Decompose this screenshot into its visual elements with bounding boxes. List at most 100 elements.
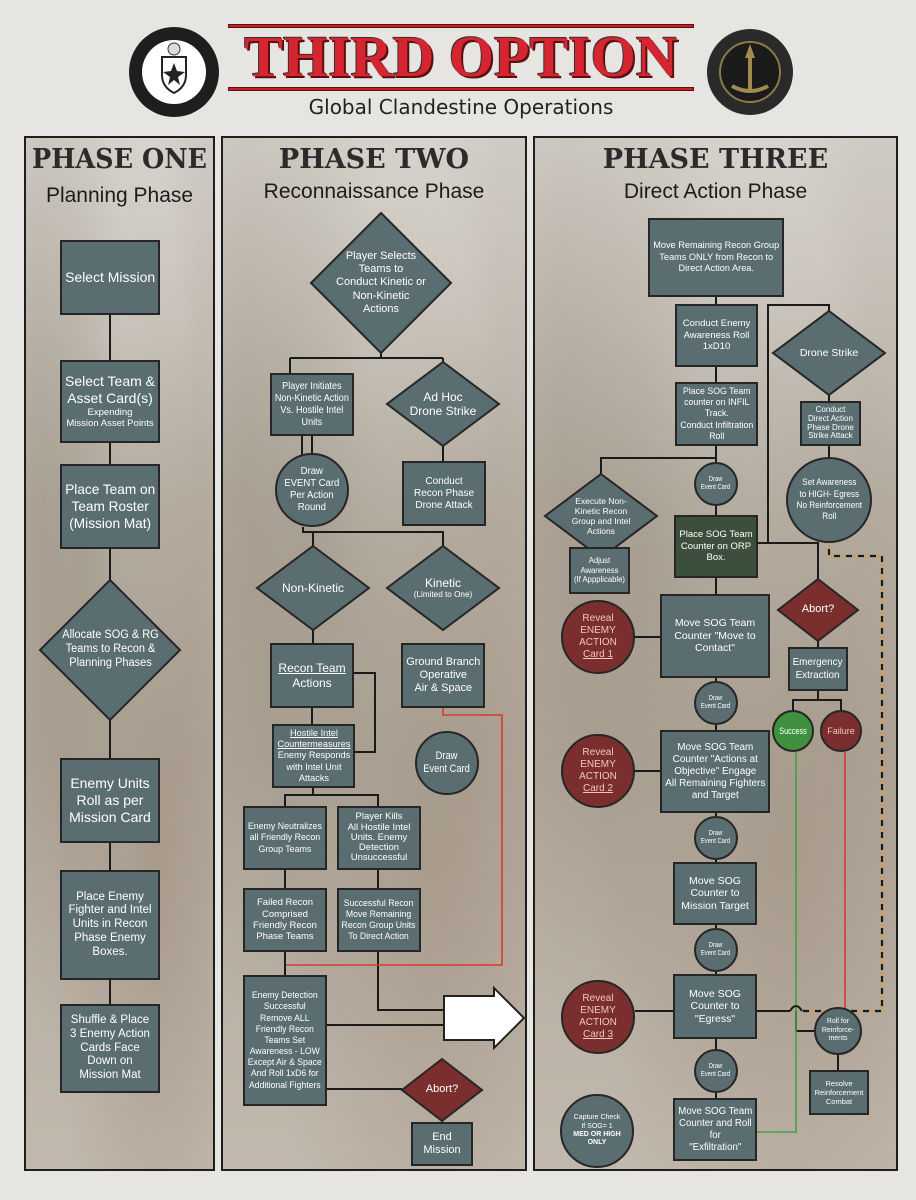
p1-place-team-box: Place Team on Team Roster (Mission Mat) (60, 464, 160, 549)
p3-move-contact-label: Move SOG Team Counter "Move to Contact" (674, 617, 755, 655)
p3-emergency-label: Emergency Extraction (793, 656, 843, 681)
p3-drone-strike-label: Drone Strike (800, 347, 858, 360)
connector-line (377, 951, 444, 1011)
app-title: THIRD OPTION (244, 24, 678, 89)
p2-successful-recon-text: Successful Recon Move Remaining Recon Gr… (341, 897, 417, 942)
p1-place-team-text: Place Team on Team Roster (Mission Mat) (65, 481, 155, 531)
p3-draw-3-text: Draw Event Card (701, 829, 731, 845)
p3-exfil-box: Move SOG Team Counter and Roll for "Exfi… (673, 1098, 757, 1161)
phase-two-subtitle: Reconnaissance Phase (263, 180, 485, 203)
p2-draw-event-label: Draw Event Card (424, 750, 470, 776)
p2-player-selects-decision: Player Selects Teams to Conduct Kinetic … (311, 213, 451, 353)
p3-reinforcements-text: Roll for Reinforce- ments (821, 1018, 855, 1043)
p1-allocate-decision: Allocate SOG & RG Teams to Recon & Plann… (40, 580, 180, 720)
p2-player-selects-label: Player Selects Teams to Conduct Kinetic … (336, 250, 426, 316)
p3-reveal-3-text: Reveal ENEMY ACTION (579, 993, 617, 1028)
p3-draw-4-label: Draw Event Card (701, 942, 730, 959)
p3-exfil-label: Move SOG Team Counter and Roll for "Exfi… (678, 1106, 752, 1154)
p2-enemy-detection-text: Enemy Detection Successful Remove ALL Fr… (247, 990, 323, 1090)
title-rule-top (228, 24, 694, 28)
p3-resolve-box: Resolve Reinforcement Combat (809, 1070, 869, 1115)
p2-draw-event-round-circle: Draw EVENT Card Per Action Round (275, 453, 349, 527)
p2-ground-branch-text: Ground Branch Operative Air & Space (405, 655, 480, 695)
p3-draw-3-circle: Draw Event Card (694, 816, 738, 860)
p1-place-enemy-box: Place Enemy Fighter and Intel Units in R… (60, 870, 160, 980)
cia-seal-logo (127, 25, 221, 119)
connector-line (286, 707, 503, 966)
p3-reveal-1-text: Reveal ENEMY ACTION (579, 613, 617, 648)
p3-draw-5-label: Draw Event Card (701, 1063, 730, 1080)
connector-line (302, 527, 444, 546)
p1-select-team-label: Select Team & Asset Card(s)Expending Mis… (65, 373, 155, 429)
p1-select-team-text: Select Team & Asset Card(s) (64, 373, 155, 407)
app-subtitle: Global Clandestine Operations (308, 95, 614, 119)
connector-hop (789, 1005, 803, 1012)
p2-player-kills-label: Player Kills All Hostile Intel Units. En… (348, 812, 411, 863)
p3-abort-decision: Abort? (778, 579, 858, 641)
p2-draw-event-text: Draw Event Card (423, 749, 471, 775)
p2-ground-branch-box: Ground Branch Operative Air & Space (401, 643, 485, 708)
p3-reinforcements-circle: Roll for Reinforce- ments (814, 1007, 862, 1055)
p2-end-mission-box: End Mission (411, 1122, 473, 1166)
p3-move-remaining-label: Move Remaining Recon Group Teams ONLY fr… (653, 240, 779, 274)
p3-set-awareness-label: Set Awareness to HIGH- Egress No Reinfor… (796, 477, 861, 523)
p3-resolve-text: Resolve Reinforcement Combat (814, 1079, 864, 1106)
p2-player-initiates-box: Player Initiates Non-Kinetic Action Vs. … (270, 373, 354, 436)
connector-line (795, 1011, 814, 1032)
p2-player-kills-text: Player Kills All Hostile Intel Units. En… (347, 811, 411, 864)
p3-exfil-text: Move SOG Team Counter and Roll for "Exfi… (677, 1105, 752, 1153)
phase-one-title: PHASE ONE (31, 144, 208, 175)
connector-line (284, 787, 379, 806)
connector-line (289, 353, 444, 373)
p3-reinforcements-label: Roll for Reinforce- ments (822, 1018, 854, 1043)
p3-failure-circle: Failure (820, 710, 862, 752)
p3-da-drone-text: Conduct Direct Action Phase Drone Strike… (807, 405, 854, 441)
p1-allocate-diamond-shape (38, 578, 182, 722)
title-rule-bottom (228, 87, 694, 91)
p2-non-kinetic-label: Non-Kinetic (282, 581, 344, 595)
p3-failure-label: Failure (827, 726, 855, 737)
app-subtitle-container: Global Clandestine Operations (228, 95, 694, 119)
p2-adhoc-decision: Ad Hoc Drone Strike (387, 362, 499, 446)
p2-non-kinetic-text: Non-Kinetic (281, 580, 345, 595)
p3-awareness-roll-box: Conduct Enemy Awareness Roll 1xD10 (675, 304, 758, 367)
p3-draw-2-circle: Draw Event Card (694, 681, 738, 725)
p2-player-kills-box: Player Kills All Hostile Intel Units. En… (337, 806, 421, 870)
p2-recon-team-text: Actions (292, 675, 332, 690)
p2-adhoc-diamond-shape (385, 360, 501, 448)
p3-abort-diamond-shape (776, 577, 860, 643)
p2-recon-team-ul: Recon Team (278, 661, 346, 676)
p3-mission-target-text: Move SOG Counter to Mission Target (681, 874, 749, 912)
p2-abort-label: Abort? (426, 1083, 458, 1096)
p2-adhoc-text: Ad Hoc Drone Strike (409, 389, 477, 418)
connector-line (756, 752, 797, 1133)
p2-abort-diamond-shape (400, 1057, 484, 1123)
p3-exec-non-kinetic-label: Execute Non- Kinetic Recon Group and Int… (572, 496, 631, 537)
p3-adjust-awareness-box: Adjust Awareness (If Appplicable) (569, 547, 630, 594)
p2-draw-event-round-text: Draw EVENT Card Per Action Round (284, 466, 340, 513)
phase-three-subtitle: Direct Action Phase (623, 180, 808, 203)
p3-draw-1-label: Draw Event Card (701, 476, 730, 493)
connector-line (301, 435, 313, 455)
p1-place-enemy-text: Place Enemy Fighter and Intel Units in R… (68, 890, 152, 958)
special-activities-center-logo (706, 28, 794, 116)
p3-draw-5-circle: Draw Event Card (694, 1049, 738, 1093)
p2-abort-decision: Abort? (402, 1059, 482, 1121)
p3-da-drone-box: Conduct Direct Action Phase Drone Strike… (800, 401, 861, 446)
phase-two-subtitle-row: Reconnaissance Phase (227, 179, 521, 204)
p2-recon-drone-text: Conduct Recon Phase Drone Attack (413, 475, 475, 511)
p3-infil-text: Place SOG Team counter on INFIL Track. C… (679, 386, 754, 441)
p2-kinetic-sub: (Limited to One) (413, 590, 473, 600)
p1-allocate-label: Allocate SOG & RG Teams to Recon & Plann… (62, 629, 158, 670)
p3-exec-non-kinetic-text: Execute Non- Kinetic Recon Group and Int… (571, 495, 631, 537)
p1-enemy-units-label: Enemy Units Roll as per Mission Card (69, 775, 151, 825)
p3-resolve-label: Resolve Reinforcement Combat (815, 1079, 864, 1106)
p2-failed-recon-label: Failed Recon Comprised Friendly Recon Ph… (253, 897, 317, 943)
p3-orp-box: Place SOG Team Counter on ORP Box. (674, 515, 758, 578)
